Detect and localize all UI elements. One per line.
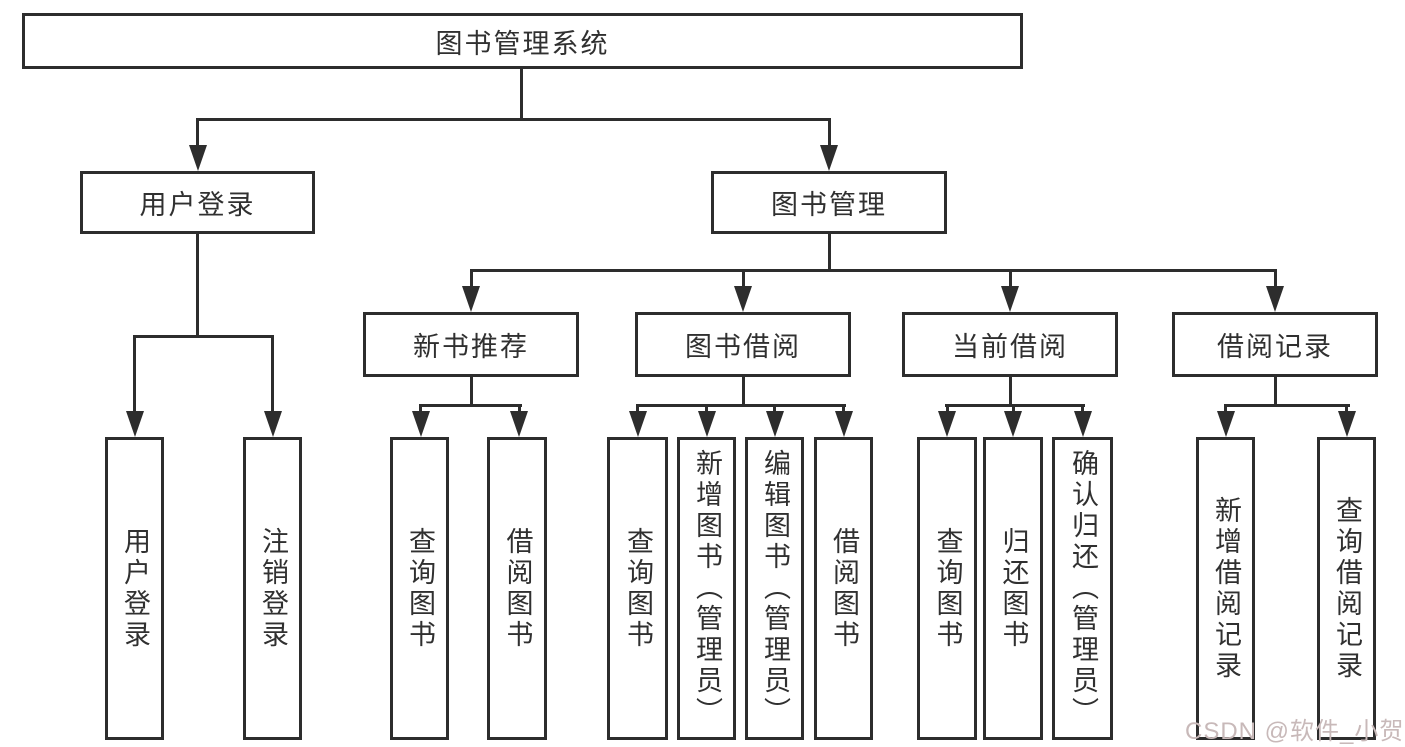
leaf-label: 借阅图书	[829, 526, 859, 651]
leaf-label: 新增图书（管理员）	[692, 449, 722, 728]
node-root: 图书管理系统	[22, 13, 1023, 69]
connector-line	[828, 118, 831, 145]
arrow-down-icon	[126, 411, 144, 437]
arrow-down-icon	[1217, 411, 1235, 437]
connector-line	[419, 404, 522, 407]
arrow-down-icon	[938, 411, 956, 437]
arrow-down-icon	[462, 286, 480, 312]
connector-line	[945, 404, 1085, 407]
connector-line	[470, 269, 473, 286]
connector-line	[1009, 269, 1012, 286]
leaf-user-login: 用户登录	[105, 437, 164, 740]
arrow-down-icon	[1001, 286, 1019, 312]
leaf-label: 用户登录	[120, 526, 150, 651]
leaf-edit-book-admin: 编辑图书（管理员）	[745, 437, 804, 740]
arrow-down-icon	[189, 145, 207, 171]
leaf-return-book: 归还图书	[983, 437, 1043, 740]
leaf-query-books-borrow: 查询图书	[607, 437, 668, 740]
node-borrow-records: 借阅记录	[1172, 312, 1378, 377]
connector-line	[520, 69, 523, 121]
connector-line	[133, 335, 136, 411]
arrow-down-icon	[1338, 411, 1356, 437]
connector-line	[1009, 377, 1012, 407]
csdn-watermark: CSDN @软件_小贺同学	[1185, 718, 1405, 745]
connector-line	[828, 234, 831, 272]
leaf-add-borrow-record: 新增借阅记录	[1196, 437, 1255, 740]
arrow-down-icon	[1266, 286, 1284, 312]
connector-line	[1224, 404, 1227, 413]
connector-line	[470, 269, 1277, 272]
leaf-label: 查询借阅记录	[1332, 495, 1362, 682]
leaf-borrow-books-recommend: 借阅图书	[487, 437, 547, 740]
leaf-add-book-admin: 新增图书（管理员）	[677, 437, 736, 740]
leaf-label: 查询图书	[932, 526, 963, 651]
leaf-label: 编辑图书（管理员）	[760, 449, 790, 728]
leaf-query-books-current: 查询图书	[917, 437, 977, 740]
leaf-label: 借阅图书	[502, 526, 533, 651]
arrow-down-icon	[698, 411, 716, 437]
connector-line	[1081, 404, 1084, 413]
connector-line	[705, 404, 708, 413]
arrow-down-icon	[412, 411, 430, 437]
connector-line	[842, 404, 845, 413]
connector-line	[946, 404, 949, 413]
connector-line	[1274, 377, 1277, 407]
node-new-book-recommend: 新书推荐	[363, 312, 579, 377]
arrow-down-icon	[629, 411, 647, 437]
arrow-down-icon	[510, 411, 528, 437]
leaf-label: 注销登录	[258, 526, 288, 651]
node-current-borrow: 当前借阅	[902, 312, 1118, 377]
leaf-label: 新增借阅记录	[1211, 495, 1241, 682]
connector-line	[742, 269, 745, 286]
node-book-borrow: 图书借阅	[635, 312, 851, 377]
arrow-down-icon	[1004, 411, 1022, 437]
leaf-label: 查询图书	[405, 526, 435, 651]
leaf-query-books-recommend: 查询图书	[390, 437, 449, 740]
arrow-down-icon	[820, 145, 838, 171]
leaf-label: 查询图书	[623, 526, 653, 651]
leaf-confirm-return-admin: 确认归还（管理员）	[1052, 437, 1113, 740]
arrow-down-icon	[264, 411, 282, 437]
connector-line	[196, 234, 199, 338]
connector-line	[1224, 404, 1350, 407]
connector-line	[518, 404, 521, 413]
leaf-logout: 注销登录	[243, 437, 302, 740]
connector-line	[742, 377, 745, 407]
connector-line	[1345, 404, 1348, 413]
arrow-down-icon	[835, 411, 853, 437]
arrow-down-icon	[734, 286, 752, 312]
connector-line	[1012, 404, 1015, 413]
arrow-down-icon	[1074, 411, 1092, 437]
connector-line	[470, 377, 473, 407]
arrow-down-icon	[766, 411, 784, 437]
node-user-login: 用户登录	[80, 171, 315, 234]
connector-line	[1274, 269, 1277, 286]
connector-line	[133, 335, 274, 338]
leaf-label: 确认归还（管理员）	[1068, 449, 1098, 728]
connector-line	[636, 404, 639, 413]
leaf-query-borrow-record: 查询借阅记录	[1317, 437, 1376, 740]
connector-line	[419, 404, 422, 413]
node-book-management: 图书管理	[711, 171, 947, 234]
connector-line	[636, 404, 846, 407]
connector-line	[773, 404, 776, 413]
connector-line	[196, 118, 199, 145]
leaf-borrow-books: 借阅图书	[814, 437, 873, 740]
connector-line	[271, 335, 274, 411]
connector-line	[196, 118, 831, 121]
leaf-label: 归还图书	[998, 526, 1029, 651]
